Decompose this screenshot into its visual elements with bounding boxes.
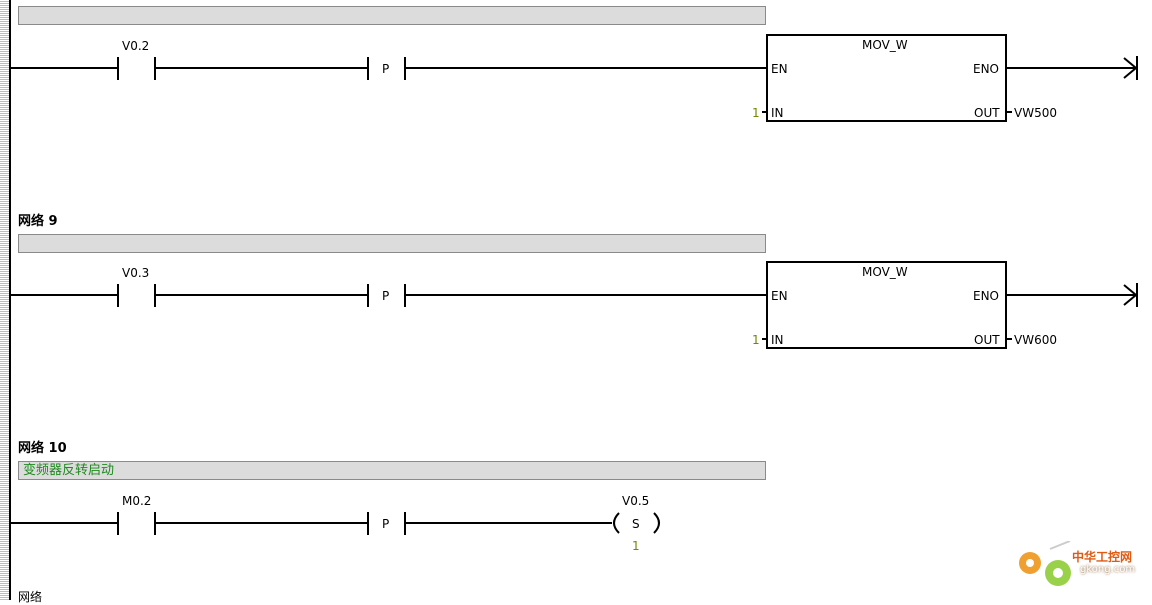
coil-operand: V0.5 (622, 494, 649, 508)
network-comment-bar[interactable] (18, 234, 766, 253)
in-pin-label: IN (771, 333, 784, 347)
positive-edge-contact[interactable]: P (367, 284, 406, 307)
box-name: MOV_W (862, 265, 908, 279)
contact-operand: V0.3 (122, 266, 149, 280)
edge-label: P (382, 62, 389, 76)
mov-w-box[interactable]: MOV_W EN ENO IN OUT (766, 34, 1007, 122)
network-comment-bar[interactable]: 变频器反转启动 (18, 461, 766, 480)
watermark-site: gkong.com (1080, 564, 1136, 575)
box-name: MOV_W (862, 38, 908, 52)
mov-w-box[interactable]: MOV_W EN ENO IN OUT (766, 261, 1007, 349)
power-rail (9, 0, 11, 600)
in-pin-label: IN (771, 106, 784, 120)
positive-edge-contact[interactable]: P (367, 512, 406, 535)
eno-pin-label: ENO (973, 289, 999, 303)
coil-count[interactable]: 1 (632, 539, 640, 553)
contact-operand: V0.2 (122, 39, 149, 53)
network-comment-bar[interactable] (18, 6, 766, 25)
network-title-partial: 网络 (18, 590, 43, 604)
edge-label: P (382, 289, 389, 303)
contact-operand: M0.2 (122, 494, 151, 508)
rung-end-arrow (1123, 56, 1138, 80)
en-pin-label: EN (771, 289, 788, 303)
in-value[interactable]: 1 (752, 333, 760, 347)
out-operand[interactable]: VW500 (1014, 106, 1057, 120)
coil-type: S (632, 517, 640, 531)
edge-label: P (382, 517, 389, 531)
rung-network-10: M0.2 P S V0.5 1 (11, 494, 660, 553)
gkong-logo (1019, 541, 1071, 586)
en-pin-label: EN (771, 62, 788, 76)
rung-end-arrow (1123, 283, 1138, 307)
network-title[interactable]: 网络 9 (18, 214, 58, 229)
out-operand[interactable]: VW600 (1014, 333, 1057, 347)
rung-network-8: V0.2 P MOV_W EN ENO IN OUT 1 VW500 (11, 34, 1138, 122)
left-margin (0, 0, 9, 600)
positive-edge-contact[interactable]: P (367, 57, 406, 80)
network-title[interactable]: 网络 10 (18, 441, 67, 456)
eno-pin-label: ENO (973, 62, 999, 76)
out-pin-label: OUT (974, 333, 1000, 347)
watermark-brand: 中华工控网 (1072, 550, 1133, 564)
out-pin-label: OUT (974, 106, 1000, 120)
in-value[interactable]: 1 (752, 106, 760, 120)
set-coil[interactable]: S (613, 512, 660, 534)
rung-network-9: V0.3 P MOV_W EN ENO IN OUT 1 VW600 (11, 261, 1138, 349)
